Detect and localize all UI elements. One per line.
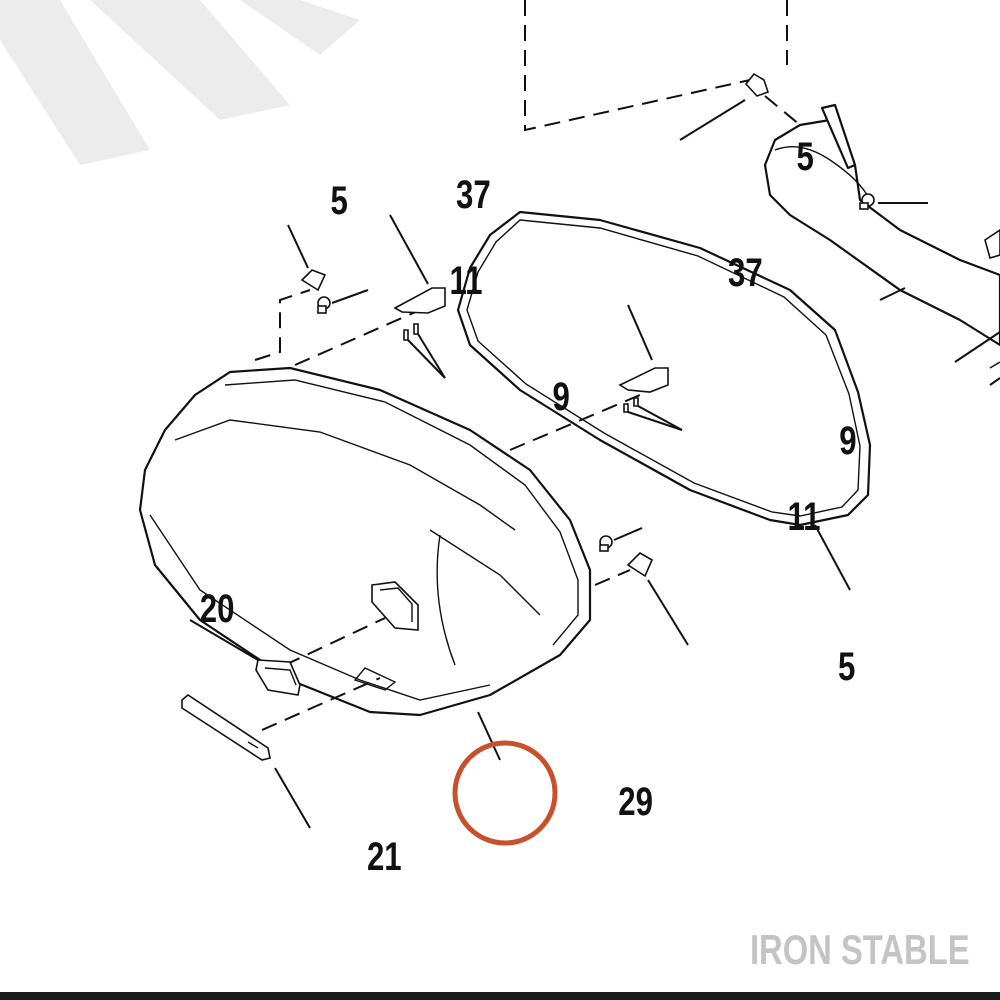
- bottom-border: [0, 992, 1000, 1000]
- callout-5-top: 5: [797, 134, 814, 179]
- screw-11-mid: [599, 527, 643, 552]
- alignment-dash-lines: [254, 289, 641, 731]
- bracket-part-33: [763, 103, 1000, 369]
- leader-17: [814, 524, 851, 591]
- saddlebag-lid-part-29: [138, 366, 592, 717]
- callout-11-mid: 11: [787, 494, 820, 539]
- leader-33: [879, 287, 906, 301]
- callout-37-left: 37: [456, 172, 491, 217]
- hinge-strap-37-left: [389, 214, 446, 314]
- callout-29: 29: [618, 779, 653, 824]
- callout-37-mid: 37: [728, 250, 763, 295]
- highlight-circle-29: [452, 740, 558, 846]
- clip-5-top: [679, 72, 801, 141]
- callout-9-left: 9: [553, 374, 570, 419]
- hinge-strap-37-mid: [618, 304, 669, 393]
- callout-21: 21: [367, 834, 402, 879]
- clip-5-mid: [626, 551, 689, 646]
- trim-strip-part-21: [181, 694, 311, 829]
- leader-3: [989, 377, 1000, 386]
- leader-14: [954, 331, 1000, 363]
- screw-11-top: [859, 193, 928, 210]
- screw-11-left: [317, 289, 369, 314]
- mounting-reference-box: [524, 0, 788, 132]
- clip-5-left: [287, 224, 327, 292]
- brand-watermark: IRON STABLE: [750, 926, 970, 973]
- callout-20: 20: [200, 586, 235, 631]
- background-stripes: [0, 0, 360, 165]
- callout-9-mid: 9: [839, 418, 856, 463]
- badge-part-20: [189, 619, 301, 696]
- screws-9-mid: [623, 397, 683, 431]
- screws-9-left: [403, 323, 446, 379]
- callout-11-left: 11: [450, 258, 483, 303]
- callout-5-mid: 5: [838, 644, 855, 689]
- callout-5-left: 5: [330, 178, 347, 223]
- leader-29: [477, 711, 501, 761]
